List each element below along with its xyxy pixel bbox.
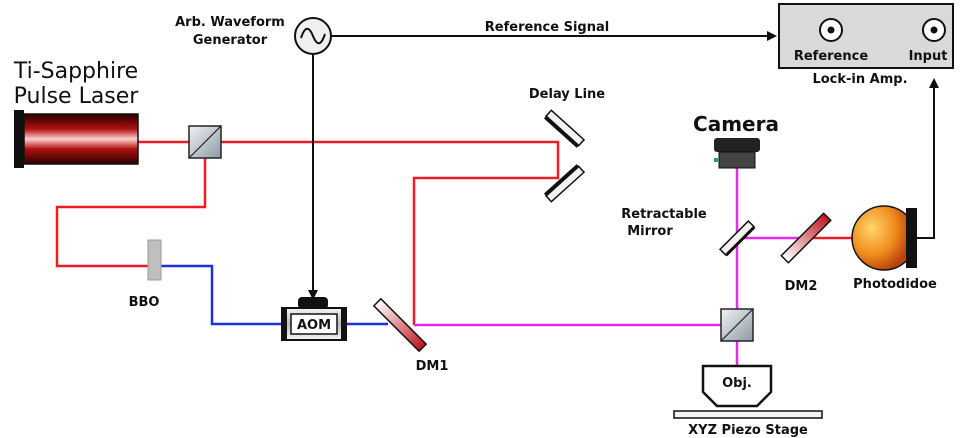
dichroic-mirror-dm2 [780, 212, 832, 264]
awg-label-line1: Arb. Waveform [175, 15, 285, 30]
waveform-generator-icon [294, 17, 332, 55]
awg-label-line2: Generator [193, 33, 268, 48]
delay-line-mirrors [543, 109, 586, 203]
retractable-mirror-label-line2: Mirror [627, 224, 673, 239]
laser-label-line2: Pulse Laser [14, 84, 140, 109]
dichroic-mirror-dm1 [372, 297, 428, 353]
lockin-input-label: Input [909, 49, 948, 64]
dm1-label: DM1 [416, 359, 449, 374]
aom-modulator [281, 297, 347, 341]
delay-line-label: Delay Line [529, 87, 605, 102]
beam-splitter-laser [188, 125, 222, 159]
bnc-connector-icon [819, 18, 843, 42]
photodiode-to-lockin-line [917, 78, 939, 239]
bnc-connector-icon [922, 18, 946, 42]
retractable-mirror [718, 219, 756, 257]
objective-label: Obj. [722, 376, 752, 391]
xyz-piezo-stage [673, 410, 823, 419]
bbo-label: BBO [129, 295, 160, 310]
photodiode-label: Photodidoe [853, 277, 937, 292]
photodiode-icon [851, 205, 917, 271]
lockin-reference-label: Reference [794, 49, 868, 64]
bbo-crystal [147, 239, 162, 281]
beam-splitter-objective [720, 308, 754, 342]
reference-signal-label: Reference Signal [485, 20, 609, 35]
stage-label: XYZ Piezo Stage [688, 423, 808, 438]
camera-icon [714, 138, 760, 169]
ti-sapphire-laser [14, 110, 139, 168]
dm2-label: DM2 [785, 279, 818, 294]
laser-label-line1: Ti-Sapphire [13, 59, 138, 84]
aom-label: AOM [297, 318, 331, 333]
objective-lens [701, 364, 773, 408]
red-beam-bbo-path [55, 142, 207, 268]
lockin-title: Lock-in Amp. [812, 72, 907, 87]
lockin-amplifier [778, 3, 954, 69]
camera-label: Camera [693, 112, 779, 136]
blue-beam [160, 264, 388, 326]
red-beam-main [138, 140, 560, 325]
retractable-mirror-label-line1: Retractable [621, 207, 707, 222]
